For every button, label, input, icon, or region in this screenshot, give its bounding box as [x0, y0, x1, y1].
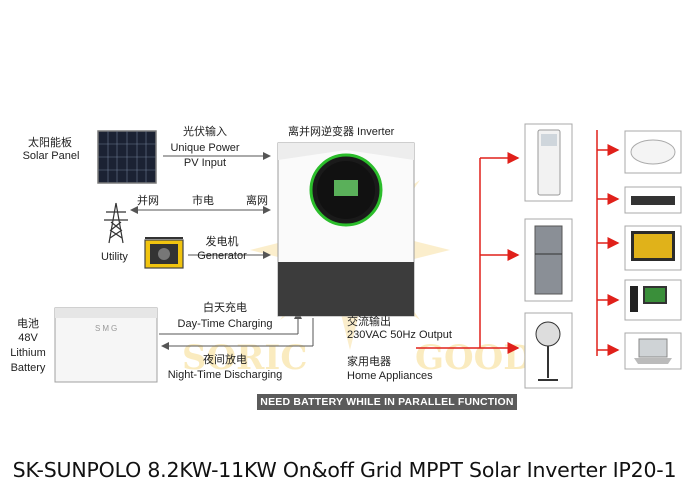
- pv-input-label-en2: PV Input: [183, 157, 227, 169]
- home-appliances-label-en: Home Appliances: [347, 370, 433, 382]
- inverter-unit: [277, 142, 415, 317]
- utility-label: Utility: [101, 251, 128, 263]
- battery-label-cn: 电池: [17, 318, 39, 330]
- product-title: SK-SUNPOLO 8.2KW-11KW On&off Grid MPPT S…: [12, 458, 677, 482]
- battery-label-voltage: 48V: [18, 332, 38, 344]
- laptop-frame: [624, 332, 682, 370]
- fan-frame: [524, 312, 573, 389]
- transmission-tower-icon: [104, 202, 128, 244]
- solar-panel: [97, 130, 157, 184]
- grid-mains-label: 市电: [192, 195, 214, 207]
- grid-off-label: 离网: [246, 195, 268, 207]
- generator: [144, 237, 184, 269]
- battery-label-en: Battery: [10, 362, 46, 374]
- television-frame: [624, 225, 682, 271]
- refrigerator-frame: [524, 218, 573, 302]
- parallel-function-notice: NEED BATTERY WHILE IN PARALLEL FUNCTION: [257, 394, 517, 410]
- desktop-computer-frame: [624, 279, 682, 321]
- ceiling-lamp-frame: [624, 130, 682, 174]
- home-appliances-label-cn: 家用电器: [347, 356, 391, 368]
- pv-input-label-cn: 光伏输入: [183, 126, 227, 138]
- night-discharging-label-en: Night-Time Discharging: [167, 369, 283, 381]
- ac-output-label-en: 230VAC 50Hz Output: [347, 329, 452, 341]
- grid-parallel-label: 并网: [137, 195, 159, 207]
- day-charging-label-cn: 白天充电: [203, 302, 247, 314]
- inverter-label: 离并网逆变器 Inverter: [288, 126, 395, 138]
- ac-output-label-cn: 交流输出: [347, 316, 391, 328]
- battery-label-type: Lithium: [10, 347, 46, 359]
- night-discharging-label-cn: 夜间放电: [203, 354, 247, 366]
- dvd-player-frame: [624, 186, 682, 214]
- air-conditioner-frame: [524, 123, 573, 202]
- generator-label-en: Generator: [197, 250, 247, 262]
- battery-cabinet: [54, 307, 158, 383]
- pv-input-label-en1: Unique Power: [170, 142, 240, 154]
- battery-brand: SMG: [95, 324, 120, 333]
- watermark-left: SORIC: [182, 338, 308, 378]
- solar-panel-label-cn: 太阳能板: [28, 137, 72, 149]
- day-charging-label-en: Day-Time Charging: [177, 318, 273, 330]
- generator-label-cn: 发电机: [205, 236, 239, 248]
- solar-panel-label-en: Solar Panel: [22, 150, 80, 162]
